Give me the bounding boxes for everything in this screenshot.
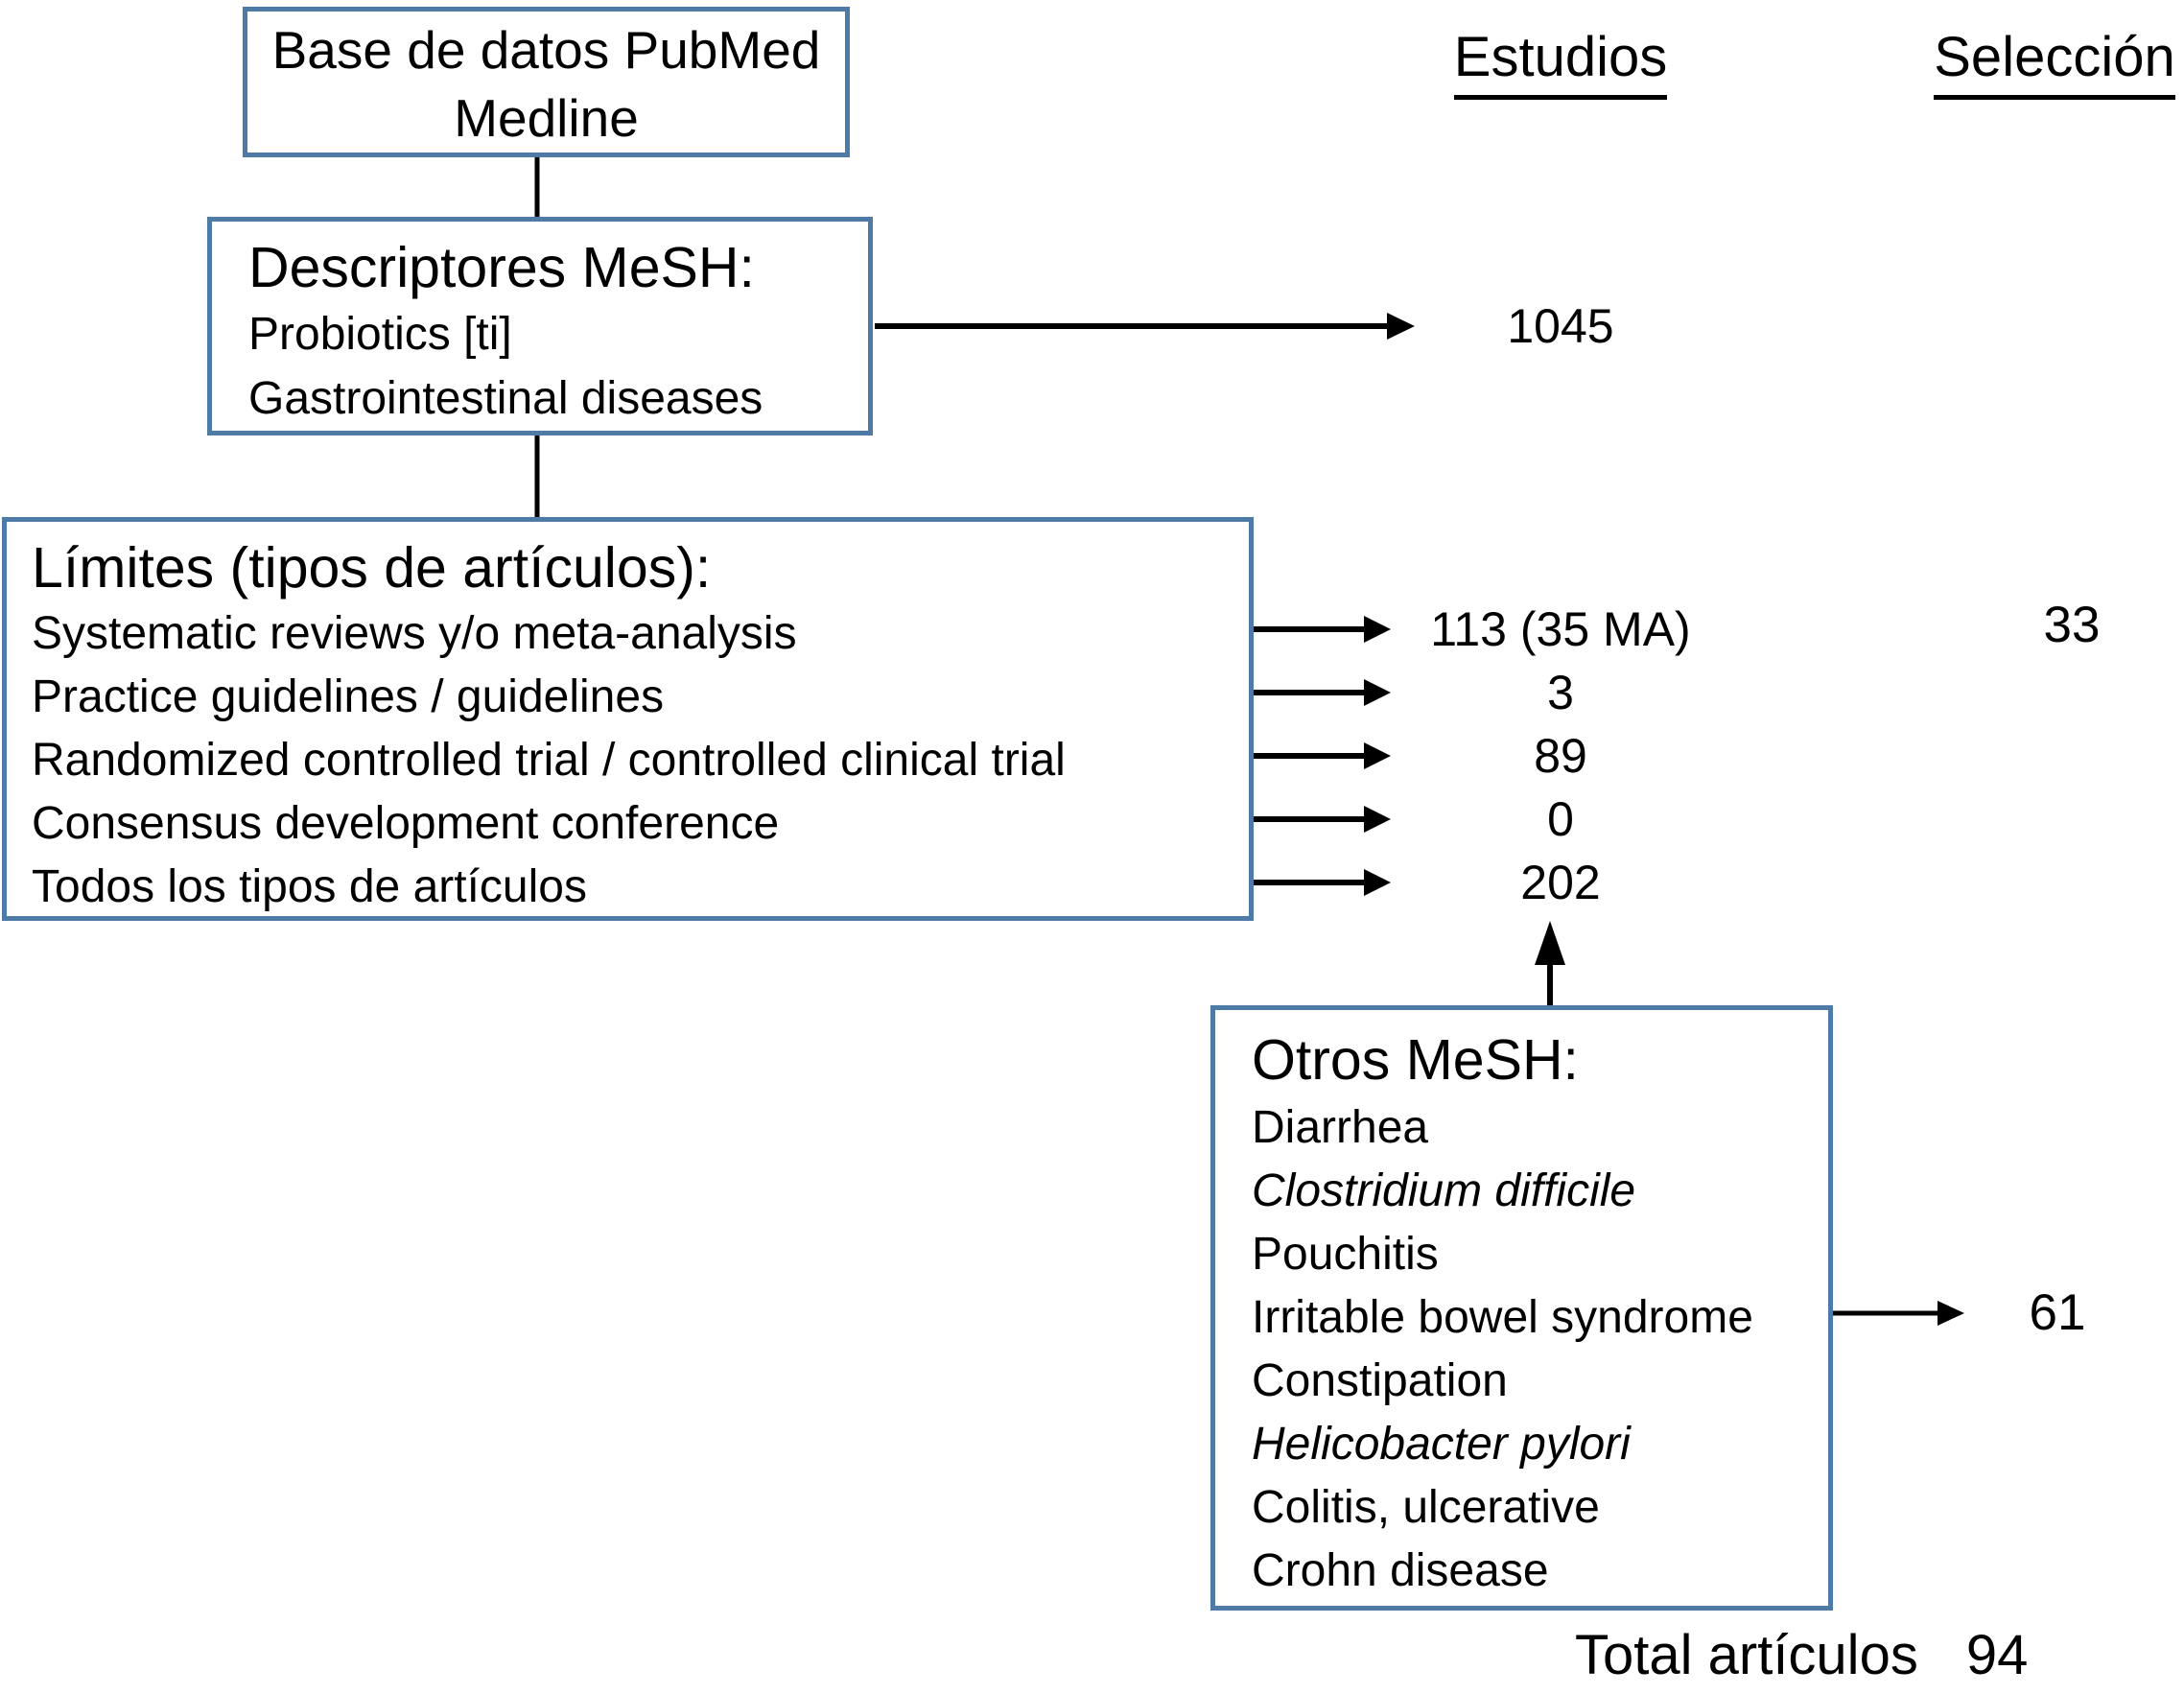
otros-item-constipation: Constipation bbox=[1252, 1355, 1508, 1406]
estudios-value-systematic: 113 (35 MA) bbox=[1430, 602, 1691, 656]
estudios-value-descriptores: 1045 bbox=[1507, 299, 1614, 353]
otros-item-crohn: Crohn disease bbox=[1252, 1545, 1549, 1596]
otros-item-ibs: Irritable bowel syndrome bbox=[1252, 1292, 1753, 1343]
descriptor-item: Gastrointestinal diseases bbox=[248, 373, 763, 424]
estudios-value-randomized: 89 bbox=[1534, 729, 1587, 783]
estudios-column-header: Estudios bbox=[1362, 25, 1759, 100]
arrow-otros-to-202-head bbox=[1535, 921, 1565, 965]
limite-item-randomized: Randomized controlled trial / controlled… bbox=[32, 735, 1066, 786]
limites-box: Límites (tipos de artículos): Systematic… bbox=[2, 517, 1254, 921]
pubmed-database-box: Base de datos PubMed Medline bbox=[243, 7, 850, 157]
seleccion-value-otros: 61 bbox=[2029, 1284, 2086, 1341]
otros-item-diarrhea: Diarrhea bbox=[1252, 1102, 1429, 1153]
seleccion-value-systematic: 33 bbox=[2043, 597, 2101, 653]
estudios-header-label: Estudios bbox=[1453, 25, 1668, 100]
otros-mesh-box: Otros MeSH: Diarrhea Clostridium diffici… bbox=[1210, 1005, 1833, 1611]
total-row: Total artículos 94 bbox=[1575, 1623, 2028, 1688]
pubmed-box-line2: Medline bbox=[454, 88, 639, 148]
total-value: 94 bbox=[1965, 1624, 2029, 1686]
limite-item-systematic: Systematic reviews y/o meta-analysis bbox=[32, 608, 797, 659]
limite-item-todos: Todos los tipos de artículos bbox=[32, 861, 587, 912]
total-label: Total artículos bbox=[1575, 1624, 1918, 1686]
descriptores-box-title: Descriptores MeSH: bbox=[248, 236, 755, 299]
limites-box-title: Límites (tipos de artículos): bbox=[32, 536, 712, 600]
seleccion-header-label: Selección bbox=[1934, 25, 2175, 100]
descriptor-item: Probiotics [ti] bbox=[248, 309, 512, 360]
estudios-value-todos: 202 bbox=[1520, 856, 1601, 909]
seleccion-column-header: Selección bbox=[1856, 25, 2184, 100]
otros-item-colitis: Colitis, ulcerative bbox=[1252, 1482, 1600, 1533]
estudios-value-practice: 3 bbox=[1547, 666, 1574, 719]
estudios-value-consensus: 0 bbox=[1547, 792, 1574, 846]
otros-item-pouchitis: Pouchitis bbox=[1252, 1229, 1439, 1280]
descriptores-mesh-box: Descriptores MeSH: Probiotics [ti] Gastr… bbox=[207, 217, 873, 435]
otros-box-title: Otros MeSH: bbox=[1252, 1028, 1579, 1092]
pubmed-box-line1: Base de datos PubMed bbox=[271, 20, 821, 80]
otros-item-hpylori: Helicobacter pylori bbox=[1252, 1419, 1631, 1470]
limite-item-practice: Practice guidelines / guidelines bbox=[32, 671, 665, 722]
limite-item-consensus: Consensus development conference bbox=[32, 798, 780, 849]
otros-item-clostridium: Clostridium difficile bbox=[1252, 1165, 1636, 1216]
